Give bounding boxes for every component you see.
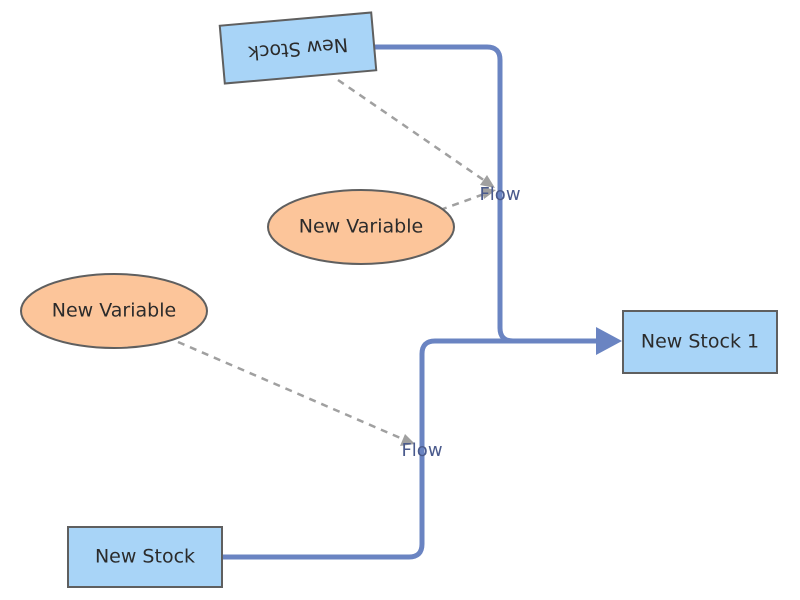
stock-top[interactable]: New Stock [218, 11, 378, 85]
link-arrowhead-variable-lower [400, 434, 415, 446]
link-stock-top-to-flow-upper[interactable] [337, 78, 489, 185]
variable-lower[interactable]: New Variable [20, 273, 208, 349]
stock-bottom-box [67, 526, 223, 588]
stock-bottom[interactable]: New Stock [67, 526, 223, 588]
stock-target-box [622, 310, 778, 374]
variable-lower-label: New Variable [52, 300, 176, 322]
flow-label-upper: Flow [479, 184, 520, 205]
variable-lower-ellipse [20, 273, 208, 349]
link-variable-upper-to-flow-upper[interactable] [439, 191, 488, 212]
stock-top-box [218, 11, 378, 85]
link-arrowhead-variable-upper [481, 187, 496, 199]
stock-target[interactable]: New Stock 1 [622, 310, 778, 374]
flow-label-lower: Flow [401, 440, 442, 461]
variable-upper[interactable]: New Variable [267, 189, 455, 265]
link-arrowhead-stock-top [480, 175, 495, 188]
flow-pipe-lower[interactable] [219, 338, 603, 560]
variable-upper-ellipse [267, 189, 455, 265]
stock-bottom-label: New Stock [95, 546, 195, 568]
link-variable-lower-to-flow-lower[interactable] [177, 340, 406, 442]
flow-arrowhead [596, 327, 622, 355]
variable-upper-label: New Variable [299, 216, 423, 238]
stock-target-label: New Stock 1 [641, 331, 759, 353]
